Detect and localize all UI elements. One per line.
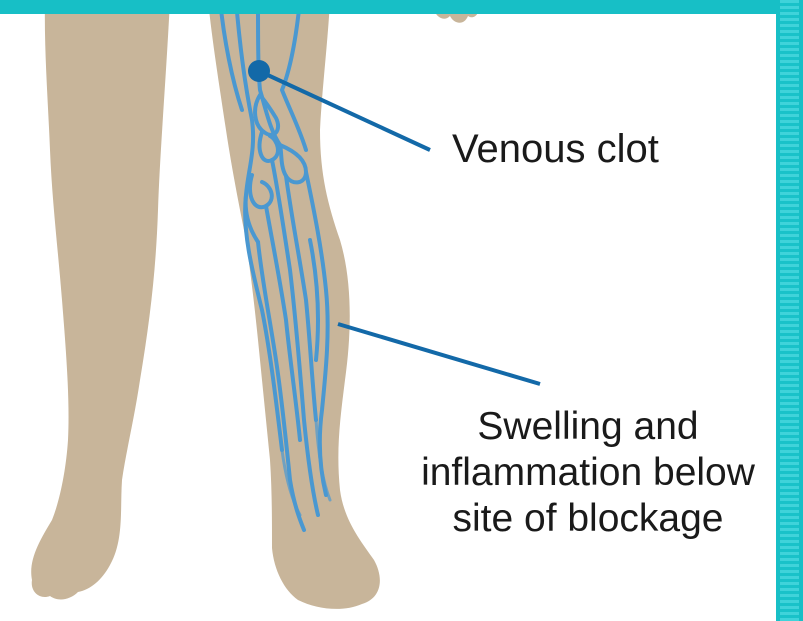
swelling-label-line-2: inflammation below xyxy=(388,450,788,496)
frame-border-right xyxy=(776,0,803,621)
clot-marker xyxy=(248,60,270,82)
venous-clot-label: Venous clot xyxy=(452,126,659,172)
swelling-label: Swelling and inflammation below site of … xyxy=(388,404,788,542)
frame-border-right-pattern xyxy=(780,0,799,621)
frame-border-top xyxy=(0,0,803,14)
swelling-label-line-3: site of blockage xyxy=(388,496,788,542)
swelling-label-line-1: Swelling and xyxy=(388,404,788,450)
swelling-pointer-line xyxy=(338,324,540,384)
left-leg xyxy=(31,0,170,599)
